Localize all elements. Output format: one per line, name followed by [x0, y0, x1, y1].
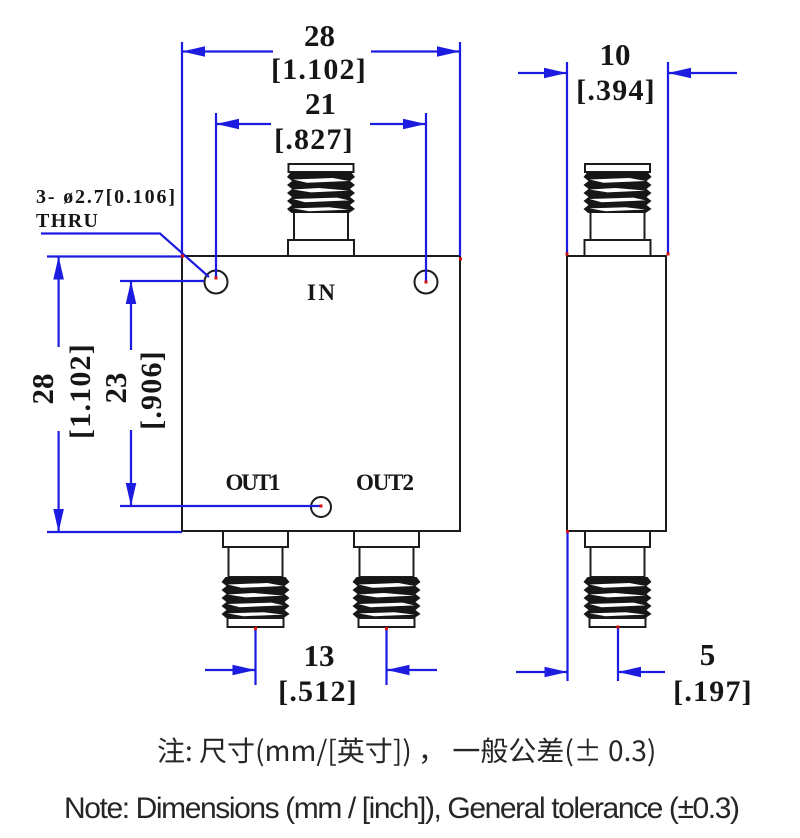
svg-text:THRU: THRU — [36, 210, 98, 232]
svg-text:5: 5 — [700, 637, 716, 672]
svg-text:[1.102]: [1.102] — [271, 53, 367, 86]
svg-text:Note: Dimensions (mm / [inch]): Note: Dimensions (mm / [inch]), General … — [64, 792, 740, 825]
svg-text:OUT1: OUT1 — [226, 470, 281, 495]
svg-text:3- ø2.7[0.106]: 3- ø2.7[0.106] — [36, 186, 175, 208]
svg-text:21: 21 — [305, 86, 336, 121]
svg-text:[.512]: [.512] — [278, 675, 358, 708]
svg-text:IN: IN — [307, 280, 335, 305]
svg-text:13: 13 — [304, 638, 335, 673]
svg-text:23: 23 — [98, 373, 133, 404]
svg-text:10: 10 — [600, 37, 631, 72]
svg-text:OUT2: OUT2 — [356, 470, 414, 495]
svg-text:[.394]: [.394] — [576, 74, 656, 107]
svg-text:[.906]: [.906] — [135, 350, 168, 430]
svg-text:[1.102]: [1.102] — [64, 343, 97, 439]
svg-text:28: 28 — [25, 374, 60, 405]
svg-text:28: 28 — [304, 18, 335, 53]
svg-text:[.197]: [.197] — [673, 675, 753, 708]
svg-text:[.827]: [.827] — [274, 123, 354, 156]
